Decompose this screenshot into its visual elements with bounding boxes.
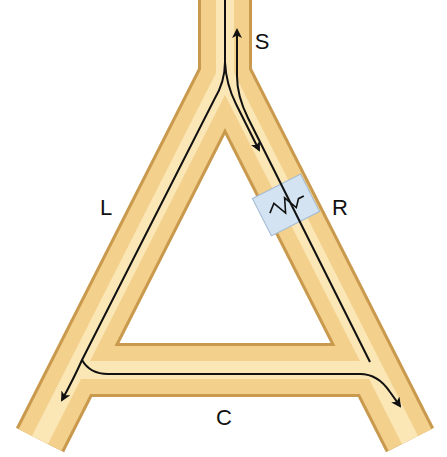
part-label: L — [100, 197, 112, 219]
part-label: R — [332, 197, 348, 219]
blocked-region — [252, 174, 319, 236]
part-label: S — [255, 31, 270, 53]
fiber-branches — [40, 0, 410, 440]
part-label: C — [216, 407, 232, 429]
impulse-paths — [62, 0, 400, 406]
